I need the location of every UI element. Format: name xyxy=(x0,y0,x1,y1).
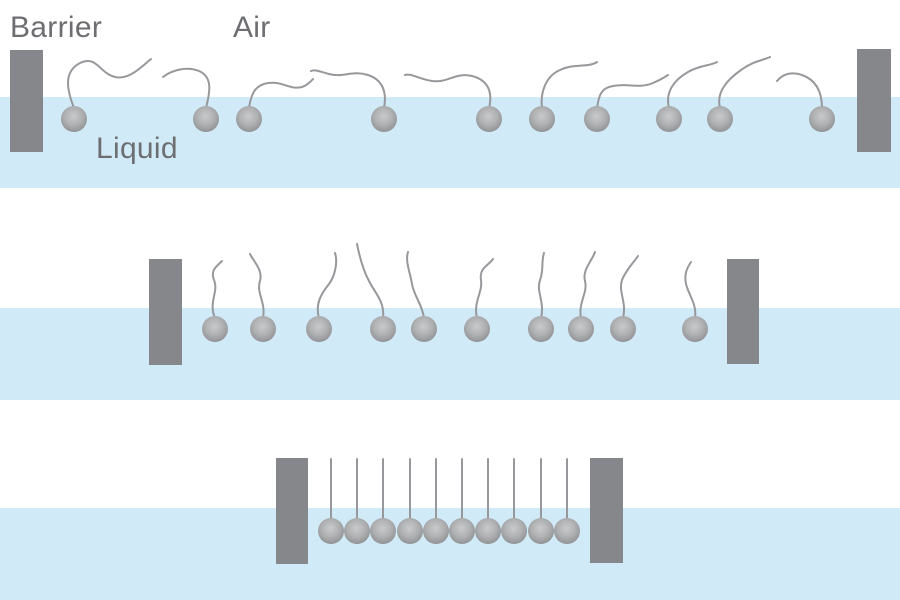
molecule-head xyxy=(344,518,370,544)
molecule-tail xyxy=(211,260,223,319)
panel-2-compressing-barrier-left xyxy=(149,259,182,365)
panel-1-expanded-molecule-1 xyxy=(61,58,152,132)
molecule-head xyxy=(682,316,708,342)
panel-3-compressed-barrier-right xyxy=(590,458,623,563)
molecule-tail xyxy=(316,252,338,319)
panel-2-compressing-molecule-9 xyxy=(610,255,639,342)
molecule-tail xyxy=(579,251,596,319)
molecule-tail xyxy=(249,253,265,319)
molecule-head xyxy=(476,106,502,132)
panel-2-compressing-molecule-1 xyxy=(202,260,228,342)
panel-3-compressed-barrier-left xyxy=(276,458,308,564)
molecule-head xyxy=(475,518,501,544)
panel-3-compressed-molecule-2 xyxy=(344,458,370,544)
panel-3-compressed-liquid xyxy=(0,508,900,600)
molecule-head xyxy=(411,316,437,342)
molecule-head xyxy=(584,106,610,132)
panel-2-compressing xyxy=(0,243,900,400)
panel-3-compressed-molecule-4 xyxy=(397,458,423,544)
panel-3-compressed-molecule-9 xyxy=(528,458,554,544)
panel-1-expanded-liquid xyxy=(0,97,900,188)
molecule-tail xyxy=(718,56,771,109)
molecule-head xyxy=(809,106,835,132)
panel-2-compressing-molecule-10 xyxy=(682,261,708,342)
panel-1-expanded-molecule-5 xyxy=(404,73,502,132)
molecule-tail xyxy=(667,61,718,109)
molecule-head xyxy=(370,316,396,342)
molecule-head xyxy=(449,518,475,544)
panel-3-compressed-molecule-10 xyxy=(554,458,580,544)
molecule-head xyxy=(528,518,554,544)
panel-3-compressed-molecule-5 xyxy=(423,458,449,544)
panel-3-compressed xyxy=(0,458,900,600)
molecule-head xyxy=(423,518,449,544)
panel-3-compressed-molecule-7 xyxy=(475,458,501,544)
molecule-tail xyxy=(475,258,494,319)
molecule-head xyxy=(370,518,396,544)
panel-2-compressing-molecule-4 xyxy=(356,243,396,342)
molecule-head xyxy=(397,518,423,544)
panel-2-compressing-barrier-right xyxy=(727,259,759,364)
molecule-tail xyxy=(404,73,492,109)
panel-3-compressed-molecule-6 xyxy=(449,458,475,544)
molecule-head xyxy=(554,518,580,544)
panel-2-compressing-molecule-3 xyxy=(306,252,338,342)
molecule-head xyxy=(464,316,490,342)
panel-3-compressed-molecule-8 xyxy=(501,458,527,544)
molecule-head xyxy=(610,316,636,342)
molecule-head xyxy=(236,106,262,132)
molecule-head xyxy=(371,106,397,132)
molecule-head xyxy=(656,106,682,132)
molecule-tail xyxy=(596,74,669,109)
panel-2-compressing-molecule-8 xyxy=(568,251,596,342)
panel-2-compressing-molecule-5 xyxy=(406,251,437,342)
panel-1-expanded-molecule-6 xyxy=(529,61,598,132)
molecule-head xyxy=(193,106,219,132)
molecule-tail xyxy=(620,255,639,319)
molecule-tail xyxy=(67,58,152,109)
molecule-head xyxy=(529,106,555,132)
molecule-tail xyxy=(406,251,425,319)
molecule-head xyxy=(202,316,228,342)
barrier-label: Barrier xyxy=(10,11,103,44)
molecule-head xyxy=(250,316,276,342)
molecule-head xyxy=(568,316,594,342)
panel-2-compressing-molecule-6 xyxy=(464,258,494,342)
panel-2-compressing-molecule-7 xyxy=(528,252,554,342)
molecule-tail xyxy=(540,61,598,109)
panel-1-expanded-molecule-10 xyxy=(776,72,835,132)
molecule-tail xyxy=(538,252,545,319)
molecule-head xyxy=(501,518,527,544)
molecule-tail xyxy=(356,243,385,319)
panel-3-compressed-molecule-3 xyxy=(370,458,396,544)
panel-1-expanded xyxy=(0,49,900,188)
air-label: Air xyxy=(233,11,271,44)
molecule-tail xyxy=(684,261,697,319)
molecule-head xyxy=(528,316,554,342)
molecule-tail xyxy=(776,72,823,109)
molecule-head xyxy=(318,518,344,544)
panel-1-expanded-barrier-left xyxy=(10,50,43,152)
panel-2-compressing-molecule-2 xyxy=(249,253,276,342)
liquid-label: Liquid xyxy=(96,132,178,165)
panel-1-expanded-molecule-9 xyxy=(707,56,771,132)
panel-1-expanded-molecule-4 xyxy=(310,69,397,132)
molecule-tail xyxy=(248,78,314,109)
panel-2-compressing-liquid xyxy=(0,308,900,400)
panel-1-expanded-barrier-right xyxy=(857,49,891,152)
molecule-head xyxy=(61,106,87,132)
panel-3-compressed-molecule-1 xyxy=(318,458,344,544)
molecule-tail xyxy=(162,67,211,109)
molecule-tail xyxy=(310,69,386,109)
molecule-head xyxy=(707,106,733,132)
panel-1-expanded-molecule-3 xyxy=(236,78,314,132)
panel-1-expanded-molecule-8 xyxy=(656,61,718,132)
panel-1-expanded-molecule-2 xyxy=(162,67,219,132)
molecule-head xyxy=(306,316,332,342)
panel-1-expanded-molecule-7 xyxy=(584,74,669,132)
